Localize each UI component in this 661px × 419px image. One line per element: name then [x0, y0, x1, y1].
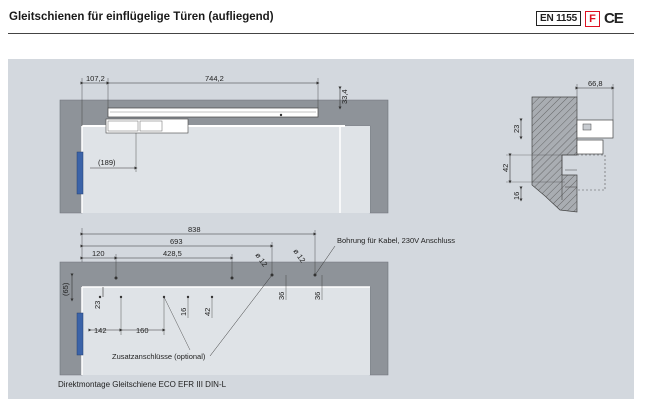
side-dim-width: 66,8: [588, 79, 603, 88]
side-view: 66,8 23 42 16: [501, 79, 615, 213]
side-dim-42: 42: [501, 164, 510, 172]
side-rail-section: [576, 119, 614, 139]
top-hinge: [76, 151, 84, 195]
dim-42: 42: [203, 308, 212, 316]
additional-connections-note: Zusatzanschlüsse (optional): [112, 352, 206, 361]
dim-838: 838: [188, 225, 201, 234]
top-sliding-rail: [107, 107, 319, 118]
top-view: 107,2 744,2 33,4 (189): [59, 74, 389, 214]
dim-16: 16: [179, 308, 188, 316]
side-wall-section: [531, 96, 578, 213]
side-dim-23: 23: [512, 125, 521, 133]
dim-36b: 36: [313, 292, 322, 300]
ce-mark: CE: [603, 10, 624, 27]
dim-693: 693: [170, 237, 183, 246]
dim-offset: 107,2: [86, 74, 105, 83]
bottom-hinge: [76, 312, 84, 356]
dim-height: 33,4: [340, 89, 349, 104]
dim-160: 160: [136, 326, 149, 335]
certification-badges: EN 1155 F CE: [536, 10, 624, 27]
page-title: Gleitschienen für einflügelige Türen (au…: [9, 11, 274, 23]
side-dim-16: 16: [512, 192, 521, 200]
dim-120: 120: [92, 249, 105, 258]
dim-428: 428,5: [163, 249, 182, 258]
top-arm-block: [105, 118, 189, 134]
bottom-view: 838 693 120 428,5 ø 12 ø 12 Bohrung für …: [59, 225, 455, 376]
cable-hole-note: Bohrung für Kabel, 230V Anschluss: [337, 236, 455, 245]
en1155-badge: EN 1155: [536, 11, 581, 26]
dim-189: (189): [98, 158, 116, 167]
dim-36a: 36: [277, 292, 286, 300]
top-door-leaf: [82, 126, 370, 213]
bottom-door-leaf: [82, 287, 370, 375]
fire-rating-badge: F: [584, 10, 600, 27]
dim-rail-length: 744,2: [205, 74, 224, 83]
title-rule: [8, 33, 634, 34]
dim-65: (65): [61, 282, 70, 296]
drawing-caption: Direktmontage Gleitschiene ECO EFR III D…: [58, 380, 227, 389]
dim-142: 142: [94, 326, 107, 335]
dim-23: 23: [93, 301, 102, 309]
